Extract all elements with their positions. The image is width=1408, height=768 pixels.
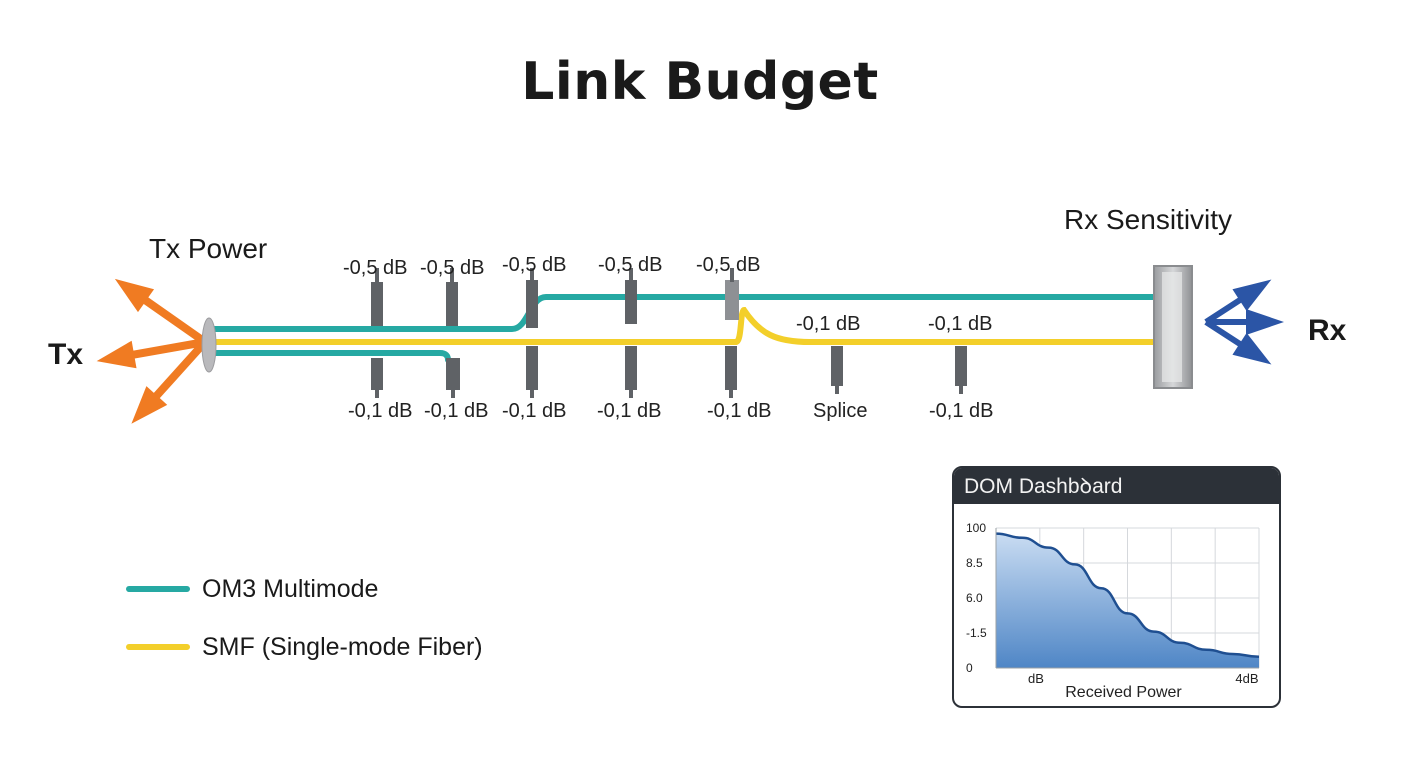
- loss-label-bottom: -0,1 dB: [597, 400, 662, 422]
- om3-fiber-stub: [207, 350, 451, 363]
- legend-item-smf: SMF (Single-mode Fiber): [126, 632, 483, 662]
- legend-label-smf: SMF (Single-mode Fiber): [202, 632, 483, 661]
- y-tick-label: 100: [966, 521, 986, 535]
- legend-swatch-om3: [126, 586, 190, 592]
- splice-2: [955, 346, 967, 394]
- dom-chart: 100 8.5 6.0 -1.5 0 dB 4dB Received Power: [966, 521, 1260, 701]
- y-tick-label: 0: [966, 661, 973, 675]
- tx-lens-icon: [201, 317, 217, 373]
- legend-item-om3: OM3 Multimode: [126, 574, 378, 604]
- loss-label-bottom: -0,1 dB: [929, 400, 994, 422]
- y-tick-label: 6.0: [966, 591, 983, 605]
- rx-receiver-icon: [1153, 265, 1193, 389]
- y-tick-label: -1.5: [966, 626, 987, 640]
- connector-3: [526, 268, 538, 398]
- dom-dashboard-title: DOM Dashbꝺard: [954, 468, 1279, 504]
- loss-label-bottom: -0,1 dB: [502, 400, 567, 422]
- dom-dashboard-panel: DOM Dashbꝺard 100 8.5 6.0 -1.5 0 dB 4dB Receive…: [952, 466, 1281, 708]
- series-line: [995, 532, 1260, 659]
- rx-label: Rx: [1308, 314, 1347, 347]
- page-title: Link Budget: [521, 52, 879, 112]
- loss-label-top: -0,5 dB: [420, 257, 485, 279]
- loss-label-top: -0,5 dB: [502, 254, 567, 276]
- loss-label-top: -0,5 dB: [343, 257, 408, 279]
- tx-emitter-arrows-icon: [96, 278, 208, 424]
- om3-fiber-top: [207, 294, 1159, 332]
- connector-1: [371, 268, 383, 398]
- loss-label-bottom: -0,1 dB: [348, 400, 413, 422]
- connector-4: [625, 268, 637, 398]
- tx-power-label: Tx Power: [149, 233, 268, 264]
- legend-label-om3: OM3 Multimode: [202, 574, 379, 603]
- y-tick-label: 8.5: [966, 556, 983, 570]
- splice-label: Splice: [813, 400, 868, 422]
- loss-label-bottom: -0,1 dB: [424, 400, 489, 422]
- splice-1: [831, 346, 843, 394]
- x-axis-label: Received Power: [1065, 684, 1182, 701]
- series-area: [996, 533, 1259, 668]
- tx-label: Tx: [48, 338, 84, 371]
- smf-fiber-right: [733, 306, 1159, 345]
- loss-label-top: -0,1 dB: [928, 313, 993, 335]
- loss-label-top: -0,5 dB: [598, 254, 663, 276]
- x-tick-label: 4dB: [1235, 671, 1258, 686]
- loss-label-bottom: -0,1 dB: [707, 400, 772, 422]
- x-tick-label: dB: [1028, 671, 1044, 686]
- legend-swatch-smf: [126, 644, 190, 650]
- loss-label-top: -0,5 dB: [696, 254, 761, 276]
- loss-label-top: -0,1 dB: [796, 313, 861, 335]
- rx-sensitivity-label: Rx Sensitivity: [1064, 204, 1233, 235]
- connectors: [371, 268, 967, 398]
- connector-2: [446, 268, 460, 398]
- connector-5: [725, 268, 739, 398]
- rx-detector-arrows-icon: [1204, 279, 1284, 365]
